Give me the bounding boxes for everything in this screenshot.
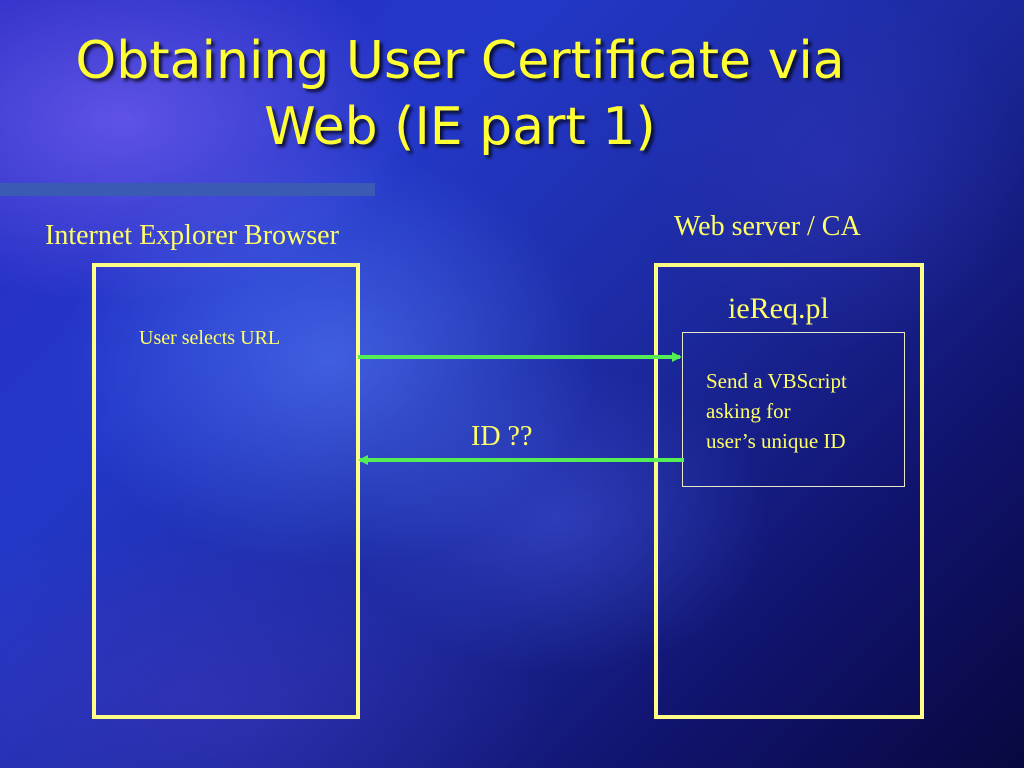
- title-underline-bar: [0, 183, 375, 196]
- slide-title-line-2: Web (IE part 1): [264, 97, 656, 157]
- script-description-line-3: user’s unique ID: [706, 429, 846, 453]
- slide-title: Obtaining User Certificate via Web (IE p…: [0, 28, 920, 160]
- user-selects-url-note: User selects URL: [139, 327, 281, 349]
- slide-title-line-1: Obtaining User Certificate via: [75, 31, 845, 91]
- script-name: ieReq.pl: [728, 292, 829, 325]
- script-box: [682, 332, 905, 487]
- server-label: Web server / CA: [674, 211, 861, 242]
- script-description: Send a VBScript asking for user’s unique…: [706, 366, 847, 456]
- script-description-line-2: asking for: [706, 399, 791, 423]
- script-description-line-1: Send a VBScript: [706, 369, 847, 393]
- id-return-label: ID ??: [471, 421, 533, 452]
- browser-panel: [92, 263, 360, 719]
- server-panel: [654, 263, 924, 719]
- browser-label: Internet Explorer Browser: [45, 220, 339, 251]
